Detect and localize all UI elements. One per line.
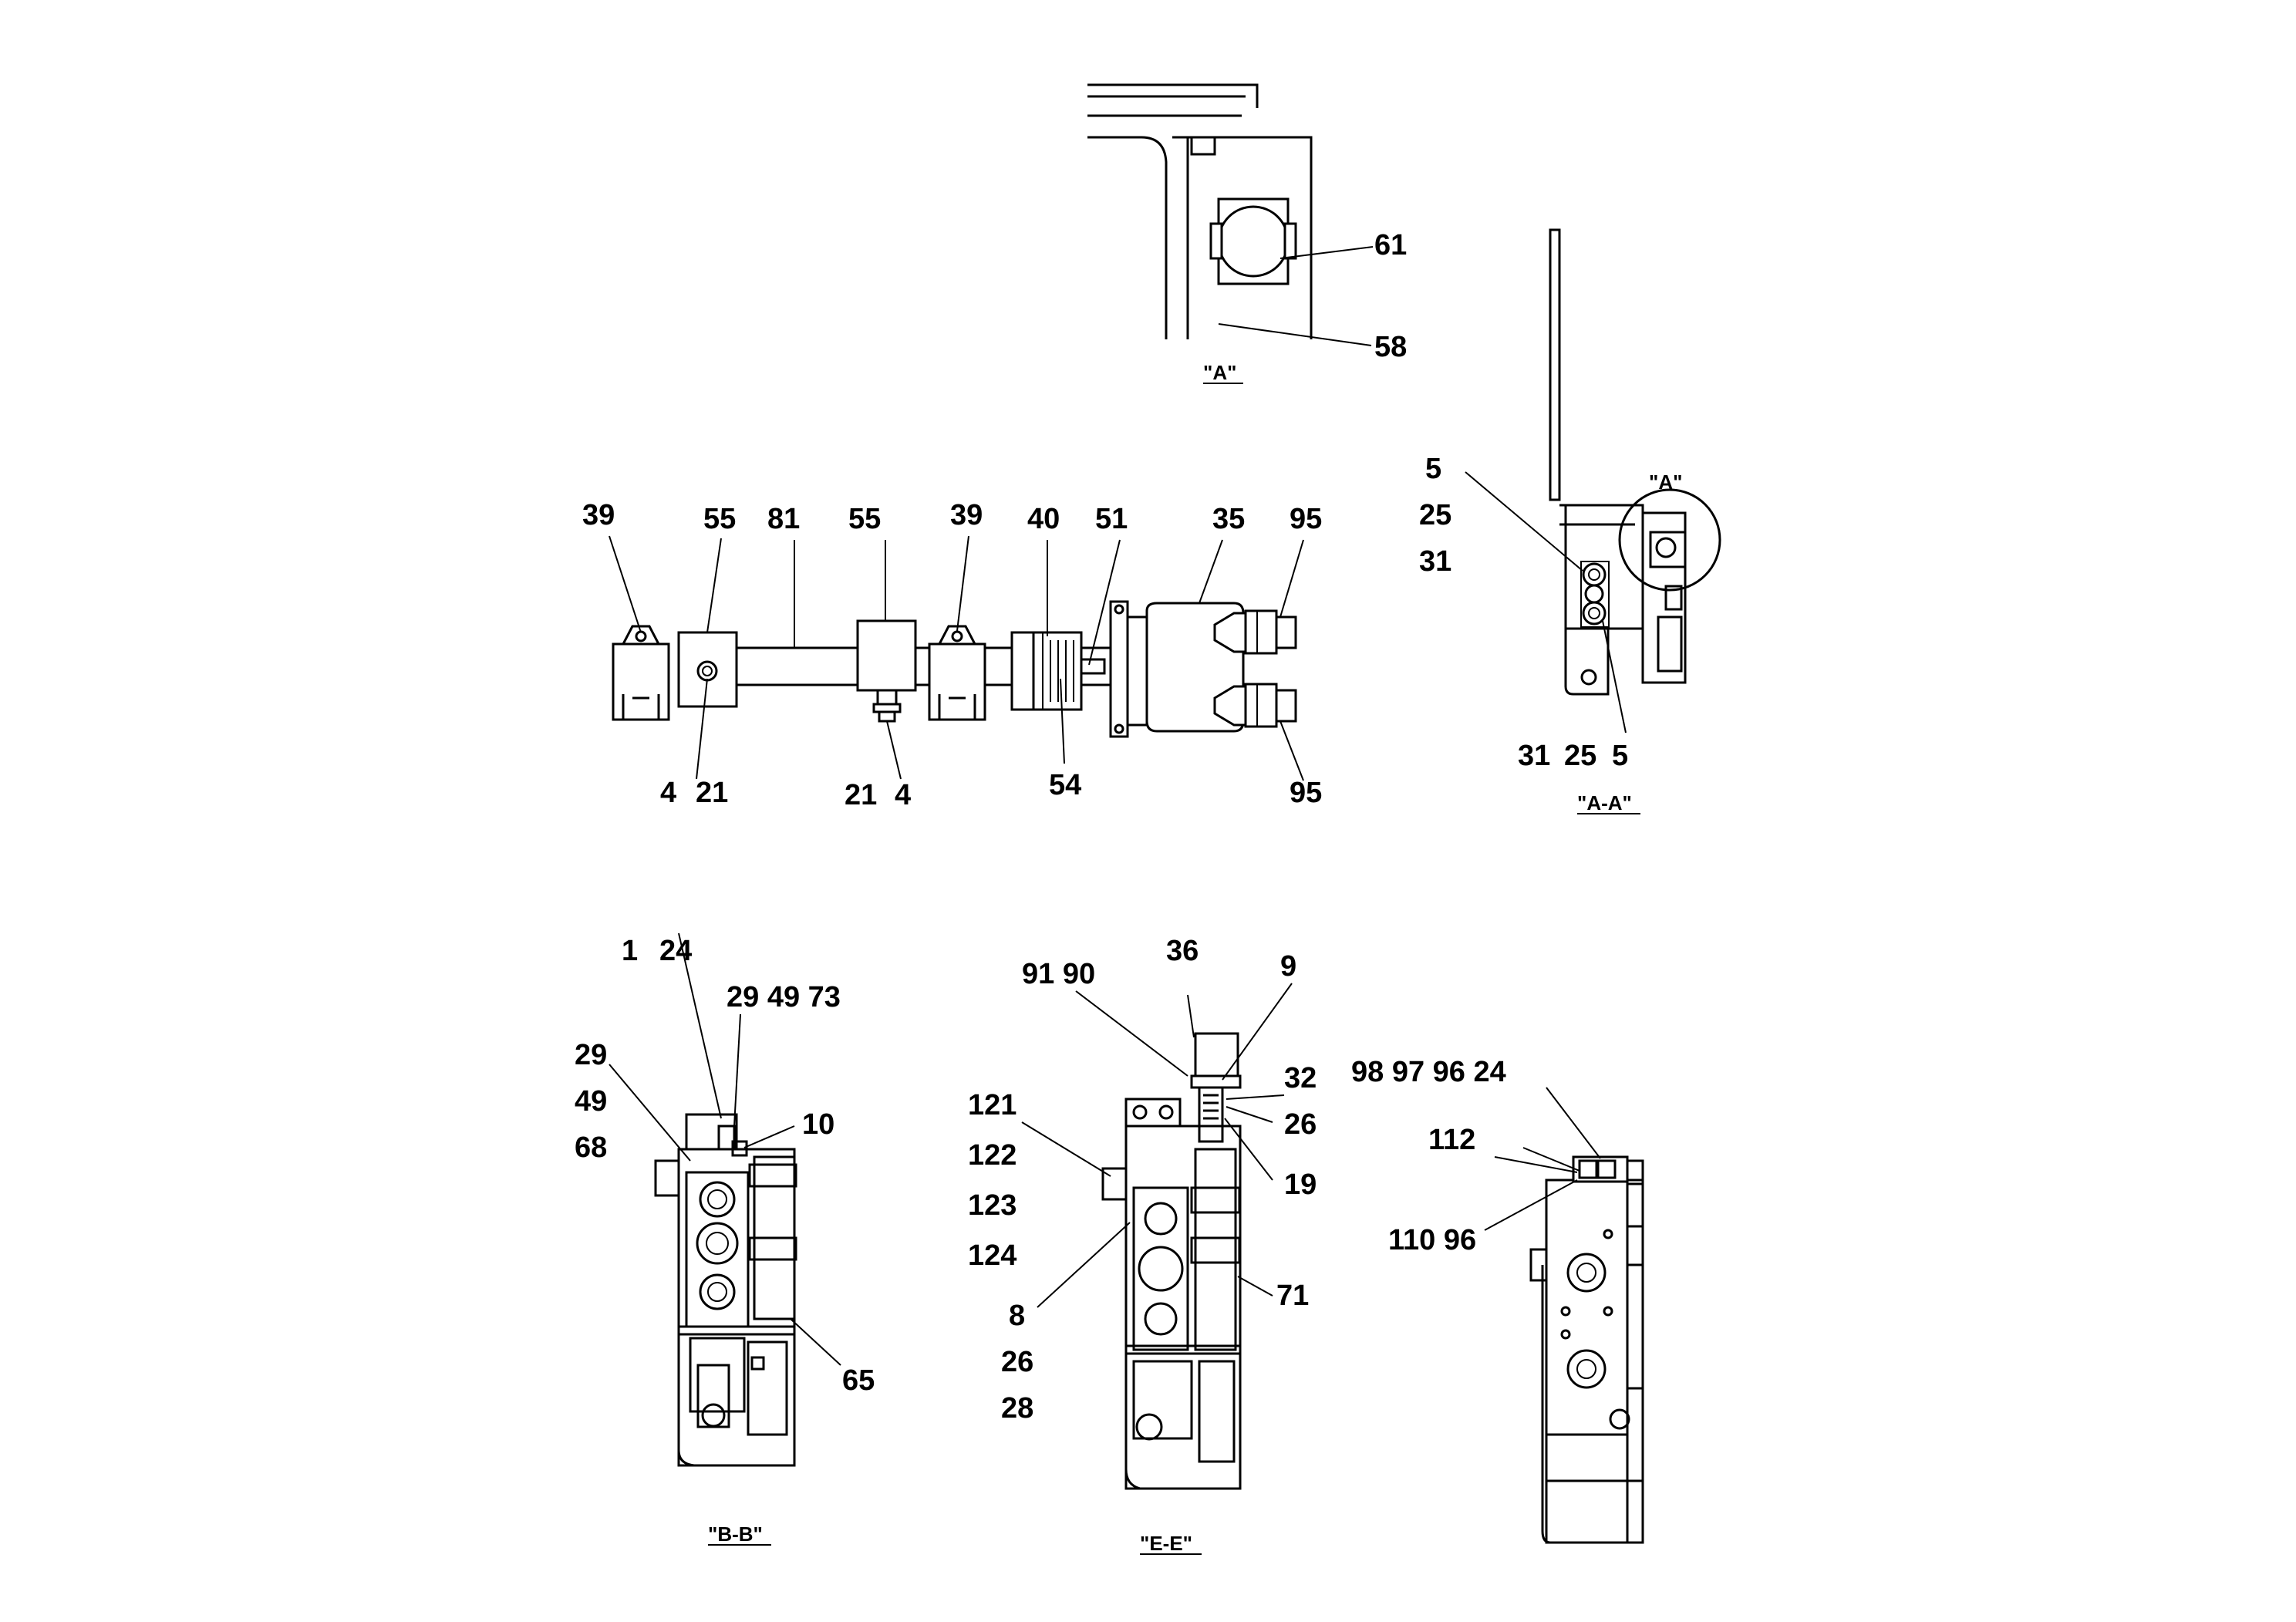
callout-121: 121 xyxy=(968,1089,1017,1121)
caption-view-aa: "A-A" xyxy=(1577,791,1632,814)
callout-95-top: 95 xyxy=(1290,503,1322,535)
callout-81: 81 xyxy=(767,503,800,535)
callout-35: 35 xyxy=(1212,503,1245,535)
callout-39-left: 39 xyxy=(582,499,615,531)
callout-91-90: 91 90 xyxy=(1022,958,1095,990)
callout-112: 112 xyxy=(1428,1124,1475,1156)
callout-98-97-96-24: 98 97 96 24 xyxy=(1351,1056,1506,1088)
callout-29: 29 xyxy=(575,1039,607,1071)
callout-29-49-73: 29 49 73 xyxy=(727,981,841,1013)
section-view-aa: 5 25 31 31 25 5 "A" "A-A" xyxy=(1419,228,1721,814)
callout-9: 9 xyxy=(1280,950,1296,983)
callout-5-bottom: 5 xyxy=(1612,740,1628,772)
callout-58: 58 xyxy=(1374,331,1407,363)
callout-95-bottom: 95 xyxy=(1290,777,1322,809)
caption-view-bb: "B-B" xyxy=(708,1523,763,1546)
callout-21-right: 21 xyxy=(845,779,877,811)
callout-4-left: 4 xyxy=(660,777,676,809)
side-view: 98 97 96 24 112 110 96 xyxy=(1351,1056,1644,1544)
callout-8: 8 xyxy=(1009,1300,1025,1332)
callout-110-96: 110 96 xyxy=(1388,1224,1476,1256)
callout-40: 40 xyxy=(1027,503,1060,535)
callout-55-left: 55 xyxy=(703,503,736,535)
callout-19: 19 xyxy=(1284,1168,1317,1201)
callout-31-top: 31 xyxy=(1419,545,1451,578)
caption-view-ee: "E-E" xyxy=(1140,1532,1192,1555)
callout-25-bottom: 25 xyxy=(1564,740,1596,772)
callout-36: 36 xyxy=(1166,935,1199,967)
callout-55-right: 55 xyxy=(848,503,881,535)
callout-25-top: 25 xyxy=(1419,499,1451,531)
callout-24: 24 xyxy=(659,935,692,967)
callout-1: 1 xyxy=(622,935,638,967)
callout-5-top: 5 xyxy=(1425,453,1441,485)
callout-49: 49 xyxy=(575,1085,607,1118)
callout-71: 71 xyxy=(1276,1280,1309,1312)
callout-68: 68 xyxy=(575,1131,607,1164)
callout-31-bottom: 31 xyxy=(1518,740,1550,772)
callout-65: 65 xyxy=(842,1364,875,1397)
callout-122: 122 xyxy=(968,1139,1017,1172)
shaft-assembly: 39 55 81 55 39 40 51 35 95 4 21 21 4 54 … xyxy=(582,499,1322,811)
callout-61: 61 xyxy=(1374,229,1407,261)
callout-26-upper: 26 xyxy=(1284,1108,1317,1141)
section-view-bb: 1 24 29 49 73 29 49 68 10 65 "B-B" xyxy=(575,932,875,1546)
callout-39-right: 39 xyxy=(950,499,983,531)
callout-123: 123 xyxy=(968,1189,1017,1222)
callout-28: 28 xyxy=(1001,1392,1033,1425)
caption-view-a: "A" xyxy=(1203,361,1236,384)
callout-51: 51 xyxy=(1095,503,1128,535)
callout-124: 124 xyxy=(968,1239,1017,1272)
callout-54: 54 xyxy=(1049,769,1081,801)
callout-4-right: 4 xyxy=(895,779,911,811)
callout-21-left: 21 xyxy=(696,777,728,809)
callout-32: 32 xyxy=(1284,1062,1317,1094)
section-view-ee: 91 90 36 9 32 26 19 121 122 123 124 8 26… xyxy=(968,935,1317,1555)
detail-view-a: 61 58 "A" xyxy=(1087,83,1407,384)
callout-26-lower: 26 xyxy=(1001,1346,1033,1378)
detail-reference-a: "A" xyxy=(1649,470,1682,494)
callout-10: 10 xyxy=(802,1108,834,1141)
